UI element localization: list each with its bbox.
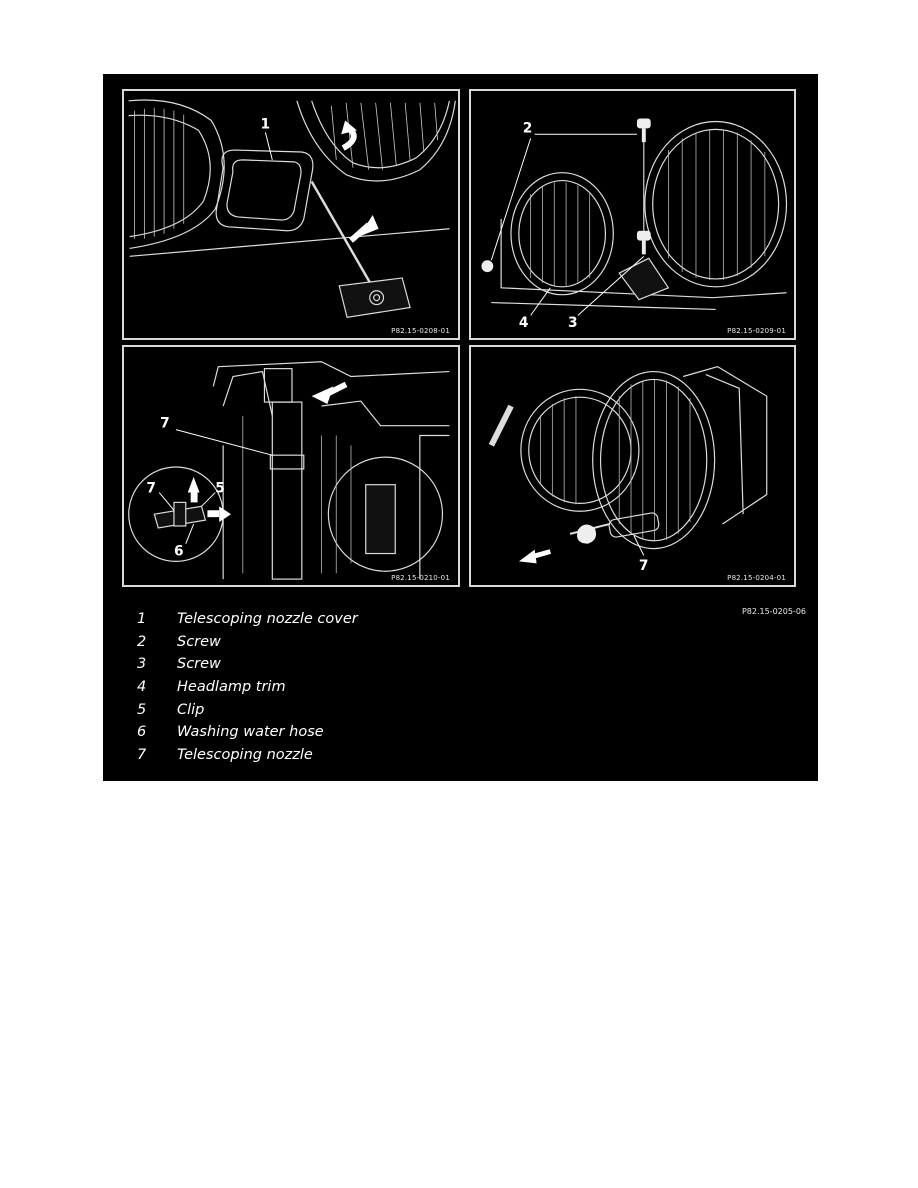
callout-7-detail: 7 (146, 481, 156, 497)
callout-1: 1 (260, 116, 270, 132)
legend-number: 3 (137, 656, 147, 673)
figure-id: P82.15-0205-06 (741, 607, 806, 616)
legend-number: 4 (137, 679, 147, 696)
legend-number: 6 (137, 724, 147, 741)
panel-id: P82.15-0209-01 (727, 327, 786, 335)
legend-item: 4 Headlamp trim (137, 676, 358, 699)
legend: 1 Telescoping nozzle cover 2 Screw 3 Scr… (137, 608, 358, 766)
nozzle-removal-illustration: 7 (488, 366, 768, 574)
callout-4: 4 (519, 315, 529, 331)
callout-3: 3 (568, 315, 578, 331)
legend-text: Telescoping nozzle (177, 746, 313, 763)
panel-headlamp-trim: 2 4 3 P82.15-0209-01 (469, 89, 796, 340)
legend-item: 7 Telescoping nozzle (137, 744, 358, 767)
nozzle-cover-illustration: 1 (128, 99, 456, 319)
legend-text: Screw (177, 633, 221, 650)
panel-id: P82.15-0208-01 (391, 327, 450, 335)
nozzle-clip-illustration: 7 7 5 6 (128, 361, 450, 580)
legend-item: 3 Screw (137, 653, 358, 676)
legend-item: 2 Screw (137, 631, 358, 654)
headlamp-trim-illustration: 2 4 3 (481, 118, 788, 331)
legend-item: 5 Clip (137, 698, 358, 721)
legend-number: 1 (137, 611, 147, 628)
callout-5: 5 (215, 481, 225, 497)
legend-text: Clip (177, 701, 205, 718)
callout-7: 7 (639, 558, 649, 574)
figure-plate: 1 P82.15-0208-01 (103, 74, 818, 781)
panel-id: P82.15-0210-01 (391, 574, 450, 582)
callout-6: 6 (174, 543, 184, 559)
legend-text: Screw (177, 656, 221, 673)
legend-item: 6 Washing water hose (137, 721, 358, 744)
legend-number: 7 (137, 746, 147, 763)
panel-nozzle-cover: 1 P82.15-0208-01 (122, 89, 460, 340)
callout-7-main: 7 (160, 416, 170, 432)
panel-nozzle-removal: 7 P82.15-0204-01 (469, 345, 796, 587)
panel-id: P82.15-0204-01 (727, 574, 786, 582)
panel-nozzle-clip: 7 7 5 6 P82.15-0210-01 (122, 345, 460, 587)
legend-number: 2 (137, 633, 147, 650)
legend-number: 5 (137, 701, 147, 718)
legend-text: Headlamp trim (177, 679, 286, 696)
legend-text: Telescoping nozzle cover (177, 611, 358, 628)
legend-item: 1 Telescoping nozzle cover (137, 608, 358, 631)
legend-text: Washing water hose (177, 724, 324, 741)
callout-2: 2 (523, 120, 533, 136)
